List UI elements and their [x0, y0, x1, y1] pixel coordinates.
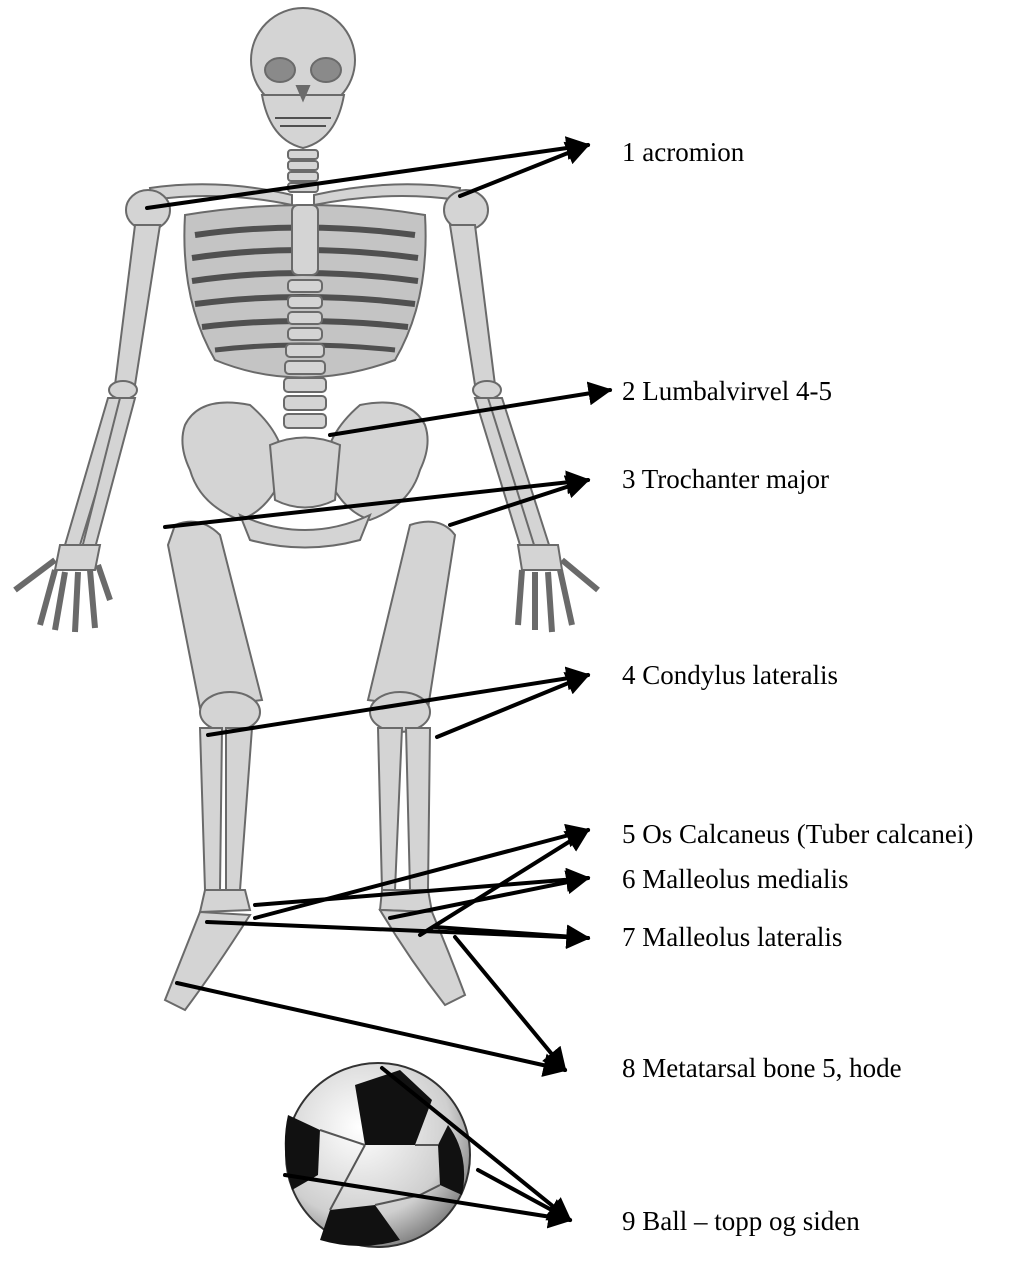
right-arm: [450, 225, 598, 632]
pointer-4b: [437, 675, 588, 737]
label-acromion: 1 acromion: [622, 139, 744, 166]
label-malleolus-medialis: 6 Malleolus medialis: [622, 866, 848, 893]
label-ball: 9 Ball – topp og siden: [622, 1208, 860, 1235]
soccer-ball: [285, 1063, 470, 1247]
skeleton-figure: [15, 8, 598, 1010]
left-arm: [15, 225, 160, 632]
left-clavicle: [150, 184, 292, 205]
skull: [251, 8, 355, 148]
label-lumbalvirvel: 2 Lumbalvirvel 4-5: [622, 378, 832, 405]
pointer-8a: [177, 983, 565, 1070]
label-trochanter-major: 3 Trochanter major: [622, 466, 829, 493]
label-condylus-lateralis: 4 Condylus lateralis: [622, 662, 838, 689]
pointer-1a: [147, 145, 588, 208]
label-metatarsal: 8 Metatarsal bone 5, hode: [622, 1055, 902, 1082]
lumbar-spine: [284, 280, 326, 428]
label-os-calcaneus: 5 Os Calcaneus (Tuber calcanei): [622, 821, 973, 848]
right-clavicle: [314, 184, 460, 205]
left-leg: [165, 522, 262, 1010]
label-malleolus-lateralis: 7 Malleolus lateralis: [622, 924, 842, 951]
